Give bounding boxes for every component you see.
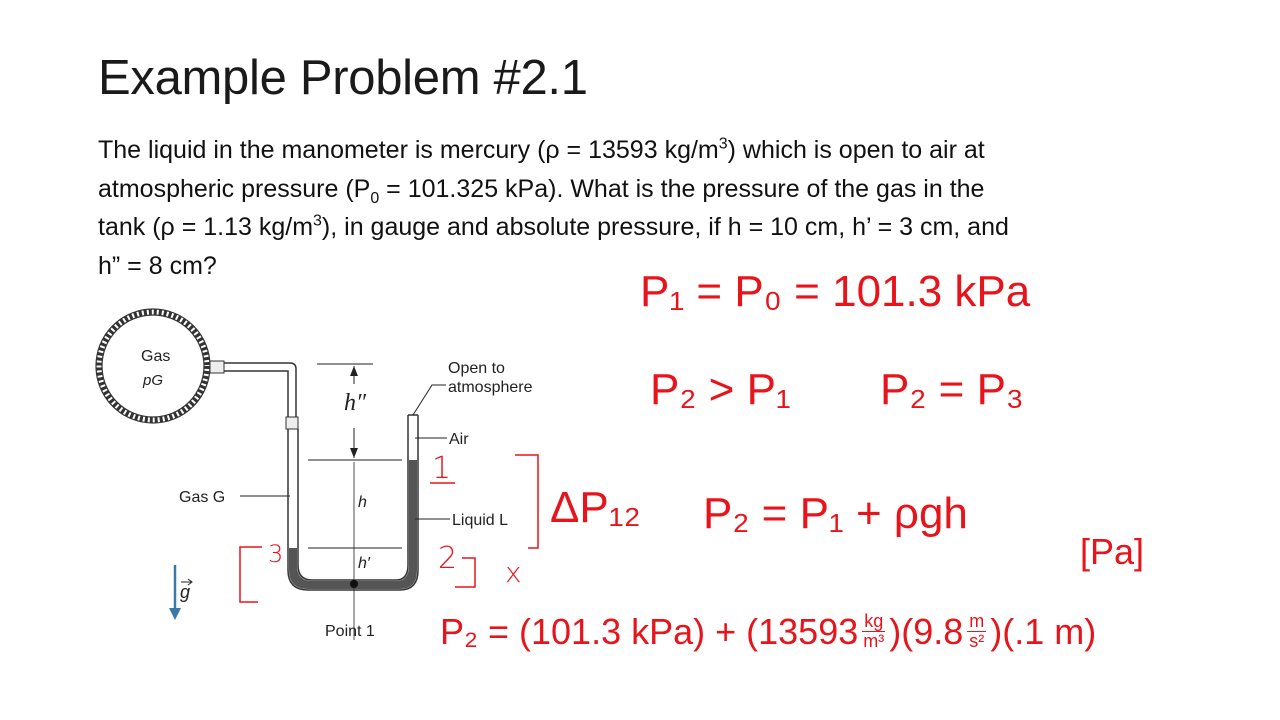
problem-line: atmospheric pressure (P0 = 101.325 kPa).… <box>98 174 985 207</box>
point-2-mark: 2 <box>438 541 457 576</box>
open-label-2: atmosphere <box>448 379 533 396</box>
air-label: Air <box>449 431 469 448</box>
equation-p2-eq-p3: P₂ = P₃ <box>880 365 1024 414</box>
delta-p-12: ΔP₁₂ <box>550 483 641 532</box>
open-label: Open to <box>448 360 505 377</box>
problem-line: h” = 8 cm? <box>98 251 217 280</box>
point-1-mark: 1 <box>432 451 451 486</box>
equation-p1: P₁ = P₀ = 101.3 kPa <box>640 267 1031 316</box>
unit-s2: s² <box>969 631 985 652</box>
tank-pressure-label: pG <box>142 372 163 389</box>
liquid-label: Liquid L <box>452 512 508 529</box>
gas-g-label: Gas G <box>179 489 225 506</box>
unit-m3: m³ <box>863 631 885 652</box>
equation-hydrostatic: P₂ = P₁ + ρgh <box>703 489 968 538</box>
point-label: Point 1 <box>325 623 375 640</box>
fraction-m-per-s2: m s² <box>967 611 987 652</box>
h-label: h <box>358 494 367 511</box>
h-double-prime-label: h″ <box>344 390 367 416</box>
units-pa: [Pa] <box>1080 531 1145 572</box>
h-prime-label: h′ <box>358 555 371 572</box>
unit-kg: kg <box>862 611 886 633</box>
equation-p2-numeric-row: P₂ = (101.3 kPa) + (13593 kg m³ )(9.8 m … <box>440 612 1096 652</box>
slide-title: Example Problem #2.1 <box>98 51 588 105</box>
tank-label: Gas <box>141 348 170 365</box>
equation-p2-gt-p1: P₂ > P₁ <box>650 365 791 414</box>
equation-h: )(.1 m) <box>990 611 1097 652</box>
x-mark: x <box>505 556 522 589</box>
equation-g: )(9.8 <box>889 611 964 652</box>
problem-statement: The liquid in the manometer is mercury (… <box>98 131 1009 285</box>
point-3-mark: 3 <box>268 540 283 568</box>
gas-tank <box>96 309 210 423</box>
problem-line: tank (ρ = 1.13 kg/m3), in gauge and abso… <box>98 212 1009 241</box>
problem-line: The liquid in the manometer is mercury (… <box>98 135 985 164</box>
gravity-label: g <box>180 582 190 602</box>
manometer-diagram: Gas pG h″ h h′ Open to atmosphere Air Ga… <box>95 308 533 640</box>
equation-p2-numeric: P₂ = (101.3 kPa) + (13593 <box>440 611 859 652</box>
fraction-kg-per-m3: kg m³ <box>862 611 886 652</box>
unit-m: m <box>967 611 987 633</box>
